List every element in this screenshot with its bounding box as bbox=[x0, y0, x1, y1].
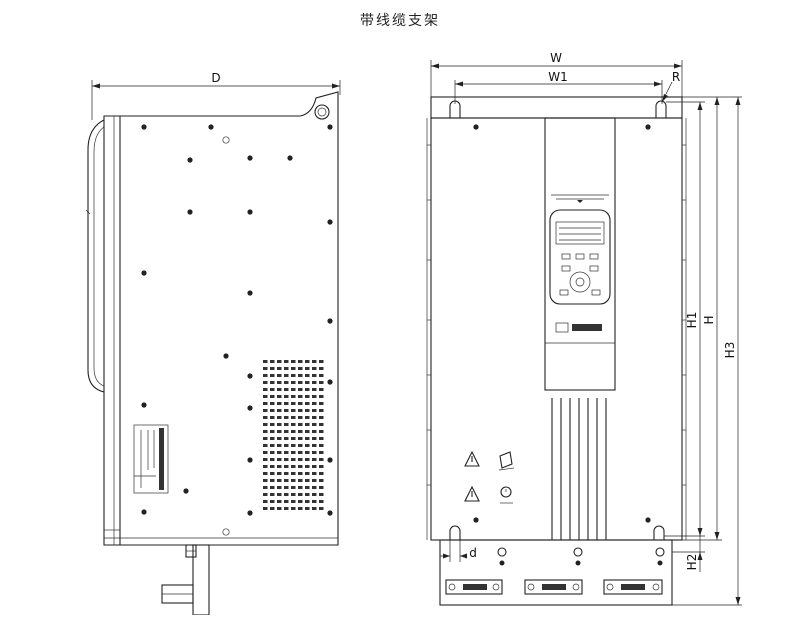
bottom-slot-right bbox=[653, 525, 665, 540]
side-handle bbox=[87, 119, 105, 393]
side-screws bbox=[141, 124, 333, 536]
manual-icon bbox=[498, 451, 515, 471]
front-body bbox=[430, 117, 683, 541]
top-flange bbox=[430, 96, 683, 119]
side-vent-grid bbox=[263, 360, 324, 510]
rating-plate bbox=[133, 424, 169, 494]
mount-slot-right bbox=[655, 100, 667, 118]
timer-icon bbox=[500, 486, 513, 504]
brand-logo bbox=[555, 322, 602, 333]
keypad bbox=[549, 209, 611, 305]
dim-d-hole-label: d bbox=[469, 546, 477, 560]
lifting-eye bbox=[314, 104, 330, 120]
dim-h1-label: H1 bbox=[685, 312, 699, 329]
cooling-fins bbox=[551, 398, 607, 540]
mount-slot-left bbox=[449, 100, 461, 118]
dim-h3: H3 bbox=[672, 96, 742, 606]
dim-w: W bbox=[430, 51, 683, 118]
side-body bbox=[103, 91, 339, 546]
drawing-title: 带线缆支架 bbox=[360, 13, 440, 29]
dim-d-label: D bbox=[211, 71, 220, 85]
dim-d: D bbox=[91, 71, 341, 120]
dim-h3-label: H3 bbox=[723, 342, 737, 359]
dim-h: H bbox=[682, 96, 722, 541]
front-view: W W1 R bbox=[426, 51, 742, 606]
dim-h2-label: H2 bbox=[685, 554, 699, 571]
front-bracket bbox=[439, 539, 673, 606]
dim-h-label: H bbox=[702, 315, 716, 324]
dim-w1-label: W1 bbox=[548, 70, 568, 84]
dim-w1: W1 bbox=[454, 70, 663, 104]
dim-r-label: R bbox=[672, 70, 680, 84]
bottom-slot-left bbox=[449, 525, 461, 540]
warning-icon bbox=[464, 450, 480, 502]
center-panel bbox=[544, 117, 616, 391]
side-bracket bbox=[161, 544, 210, 616]
dim-h2: H2 bbox=[672, 536, 705, 572]
side-view: D bbox=[85, 71, 341, 616]
front-screws bbox=[473, 124, 651, 523]
dim-r: R bbox=[661, 70, 680, 103]
dim-h1: H1 bbox=[664, 101, 705, 537]
dim-w-label: W bbox=[550, 51, 562, 65]
dim-d-hole: d bbox=[440, 540, 477, 562]
